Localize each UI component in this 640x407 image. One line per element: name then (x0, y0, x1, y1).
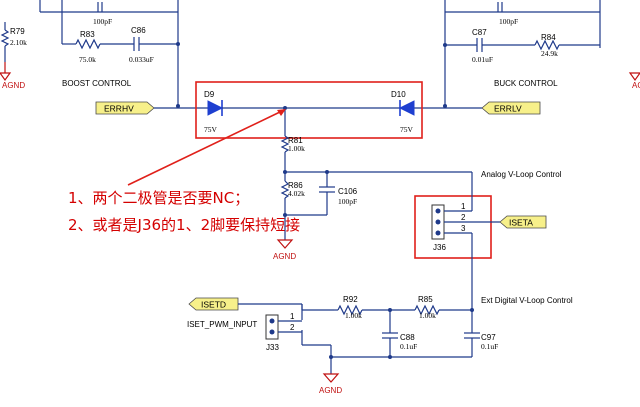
r79-ref: R79 (10, 27, 25, 36)
svg-text:ISETD: ISETD (201, 300, 226, 310)
annotation-arrow (127, 110, 283, 186)
buck-compensation: 100pF C87 0.01uF R84 24.9k BUCK CONTROL … (443, 0, 640, 106)
r85-value: 1.00k (419, 311, 436, 320)
diode-d10: D10 75V (391, 90, 415, 134)
r92-value: 1.00k (345, 311, 362, 320)
c97-ref: C97 (481, 333, 496, 342)
annotation-line-2: 2、或者是J36的1、2脚要保持短接 (68, 216, 300, 234)
j36-connector: 1 2 3 J36 (431, 202, 472, 252)
errlv-port: ERRLV (481, 101, 541, 115)
boost-control-label: BOOST CONTROL (62, 79, 132, 88)
boost-compensation: 100pF R79 2.10k AGND R83 75.0k C86 0.033… (0, 0, 180, 106)
r92-ref: R92 (343, 295, 358, 304)
c106-value: 100pF (338, 197, 357, 206)
d10-ref: D10 (391, 90, 406, 99)
svg-text:AGND: AGND (319, 386, 342, 395)
d9-value: 75V (204, 125, 218, 134)
isetd-port: ISETD (188, 297, 239, 311)
j33-ref: J33 (266, 343, 279, 352)
r83-ref: R83 (80, 30, 95, 39)
r81-value: 1.00k (288, 144, 305, 153)
j33-pin2: 2 (290, 323, 295, 332)
j36-highlight-box (414, 195, 492, 259)
r81-ref: R81 (288, 136, 303, 145)
svg-text:ISETA: ISETA (509, 218, 533, 228)
j36-pin1: 1 (461, 202, 466, 211)
errhv-port: ERRHV (95, 101, 155, 115)
agnd-symbol-bottom: AGND (319, 373, 342, 395)
agnd-label-right: AGND (632, 81, 640, 90)
iset-pwm-input-label: ISET_PWM_INPUT (187, 320, 257, 329)
svg-text:AGND: AGND (273, 252, 296, 261)
d10-value: 75V (400, 125, 414, 134)
buck-control-label: BUCK CONTROL (494, 79, 558, 88)
ext-digital-loop-label: Ext Digital V-Loop Control (481, 296, 573, 305)
r85-ref: R85 (418, 295, 433, 304)
j36-ref: J36 (433, 243, 446, 252)
iseta-port: ISETA (499, 215, 547, 229)
d9-ref: D9 (204, 90, 215, 99)
r86-value: 4.02k (288, 189, 305, 198)
c86-value: 0.033uF (129, 55, 154, 64)
r84-value: 24.9k (541, 49, 558, 58)
j36-pin2: 2 (461, 213, 466, 222)
c-top-right-value: 100pF (499, 17, 518, 26)
c86-ref: C86 (131, 26, 146, 35)
svg-text:ERRLV: ERRLV (494, 104, 522, 114)
agnd-label-left: AGND (2, 81, 25, 90)
r83-value: 75.0k (79, 55, 96, 64)
diode-d9: D9 75V (204, 90, 224, 134)
c88-ref: C88 (400, 333, 415, 342)
r84-ref: R84 (541, 33, 556, 42)
c106-ref: C106 (338, 187, 358, 196)
j33-pin1: 1 (290, 312, 295, 321)
r79-value: 2.10k (10, 38, 27, 47)
analog-loop-label: Analog V-Loop Control (481, 170, 562, 179)
svg-text:ERRHV: ERRHV (104, 104, 134, 114)
c-top-left-value: 100pF (93, 17, 112, 26)
agnd-symbol-mid: AGND (273, 239, 296, 261)
r86-ref: R86 (288, 181, 303, 190)
c87-ref: C87 (472, 28, 487, 37)
j33-connector: 1 2 J33 (265, 312, 302, 352)
annotation-line-1: 1、两个二极管是否要NC； (68, 189, 249, 207)
diode-highlight-box (195, 81, 423, 139)
c87-value: 0.01uF (472, 55, 493, 64)
c97-value: 0.1uF (481, 342, 498, 351)
c88-value: 0.1uF (400, 342, 417, 351)
j36-pin3: 3 (461, 224, 466, 233)
